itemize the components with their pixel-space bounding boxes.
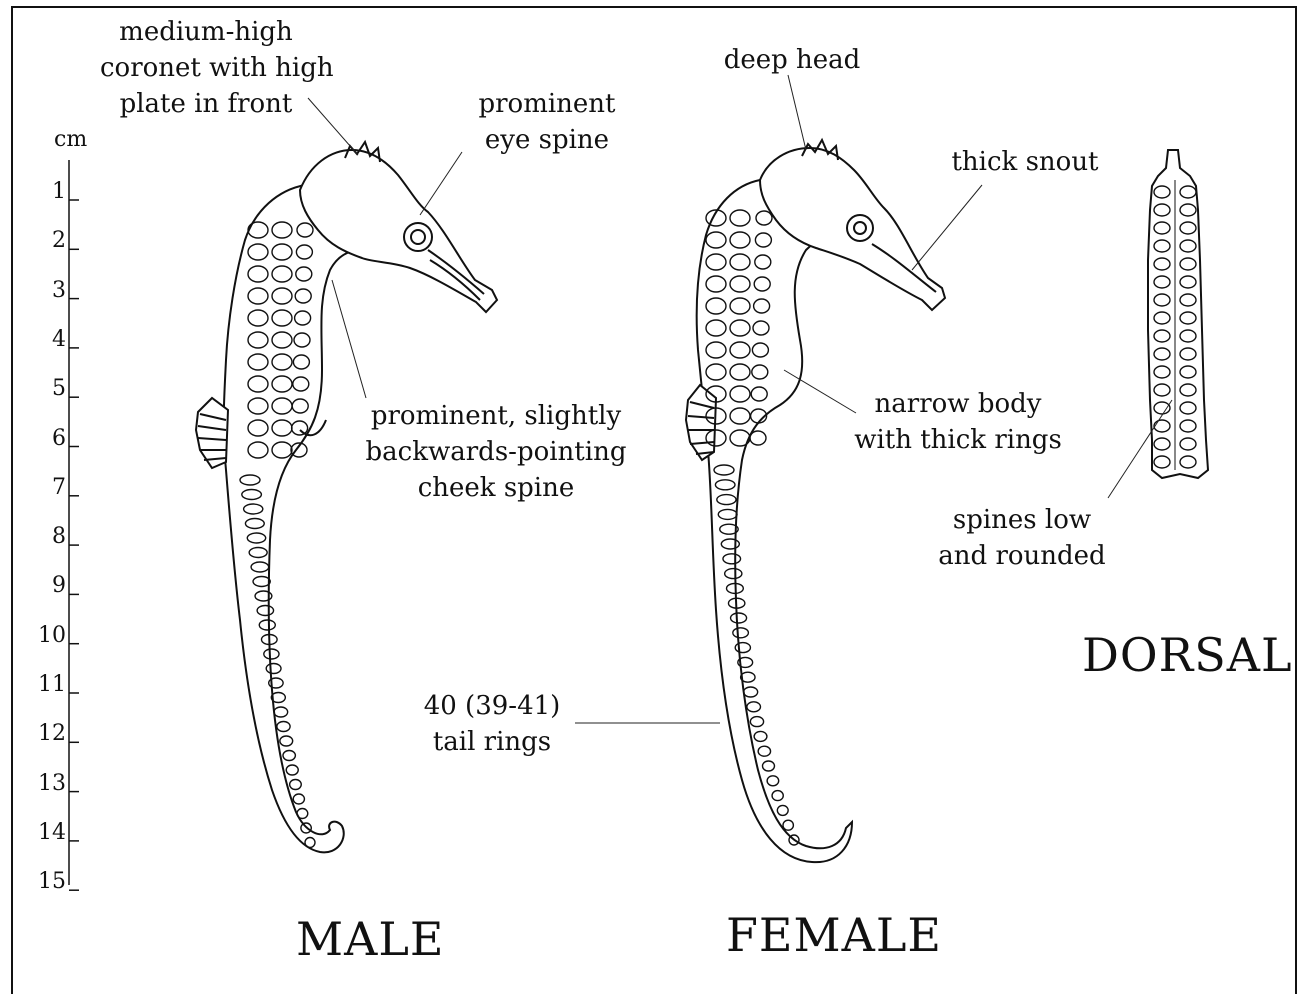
scale-tick-label: 11 (20, 673, 66, 697)
body-ring-plate (283, 751, 295, 761)
body-ring-plate (772, 791, 783, 801)
body-ring-plate (297, 809, 308, 819)
scale-tick-label: 4 (20, 328, 66, 352)
tail-rings-label: 40 (39-41) tail rings (412, 688, 572, 760)
cheek-spine-label-line-2: backwards-pointing (348, 434, 644, 470)
scale-tick-label: 6 (20, 427, 66, 451)
scale-tick-label: 15 (20, 870, 66, 894)
scale-tick-label: 1 (20, 180, 66, 204)
cheek-spine-label-line-3: cheek spine (348, 470, 644, 506)
scale-tick-label: 3 (20, 279, 66, 303)
thick-snout-label: thick snout (940, 144, 1110, 180)
dorsal-view-drawing (1148, 150, 1208, 478)
cheek-spine-label-line-1: prominent, slightly (348, 398, 644, 434)
body-ring-plate (777, 805, 788, 815)
female-view-title: FEMALE (726, 910, 942, 960)
body-ring-plate (754, 731, 767, 741)
dorsal-view-title: DORSAL (1082, 630, 1293, 680)
body-ring-plate (274, 707, 288, 717)
scale-ruler (69, 160, 79, 890)
coronet-label: medium-high coronet with high plate in f… (100, 14, 312, 122)
eye-spine-label-line-1: prominent (462, 86, 632, 122)
body-ring-plate (767, 776, 779, 786)
scale-tick-label: 5 (20, 377, 66, 401)
spines-low-label: spines low and rounded (924, 502, 1120, 574)
body-ring-plate (286, 765, 298, 775)
scale-tick-label: 2 (20, 229, 66, 253)
narrow-body-label: narrow body with thick rings (840, 386, 1076, 458)
body-ring-plate (293, 794, 304, 804)
scale-tick-label: 10 (20, 624, 66, 648)
scale-tick-label: 8 (20, 525, 66, 549)
tail-rings-label-line-2: tail rings (412, 724, 572, 760)
body-ring-plate (783, 820, 793, 830)
narrow-body-label-line-1: narrow body (840, 386, 1076, 422)
body-ring-plate (744, 687, 758, 697)
cheek-spine-label: prominent, slightly backwards-pointing c… (348, 398, 644, 506)
scale-tick-label: 14 (20, 821, 66, 845)
tail-rings-label-line-1: 40 (39-41) (412, 688, 572, 724)
body-ring-plate (290, 780, 302, 790)
body-ring-plate (277, 722, 290, 732)
male-view-title: MALE (296, 914, 444, 964)
female-seahorse-drawing (686, 140, 945, 862)
spines-low-label-line-1: spines low (924, 502, 1120, 538)
body-ring-plate (280, 736, 293, 746)
scale-tick-label: 12 (20, 722, 66, 746)
body-ring-plate (762, 761, 774, 771)
body-ring-plate (750, 717, 763, 727)
body-ring-plate (747, 702, 761, 712)
coronet-label-line-1: medium-high (100, 14, 312, 50)
spines-low-label-line-2: and rounded (924, 538, 1120, 574)
eye-spine-label-line-2: eye spine (462, 122, 632, 158)
coronet-label-line-3: plate in front (100, 86, 312, 122)
body-ring-plate (758, 746, 770, 756)
scale-tick-label: 9 (20, 574, 66, 598)
body-ring-plate (750, 431, 766, 445)
scale-tick-label: 13 (20, 772, 66, 796)
narrow-body-label-line-2: with thick rings (840, 422, 1076, 458)
scale-unit-label: cm (54, 128, 87, 152)
deep-head-label: deep head (712, 42, 872, 78)
eye-spine-label: prominent eye spine (462, 86, 632, 158)
body-ring-plate (741, 672, 755, 682)
scale-tick-label: 7 (20, 476, 66, 500)
coronet-label-line-2: coronet with high (100, 50, 312, 86)
